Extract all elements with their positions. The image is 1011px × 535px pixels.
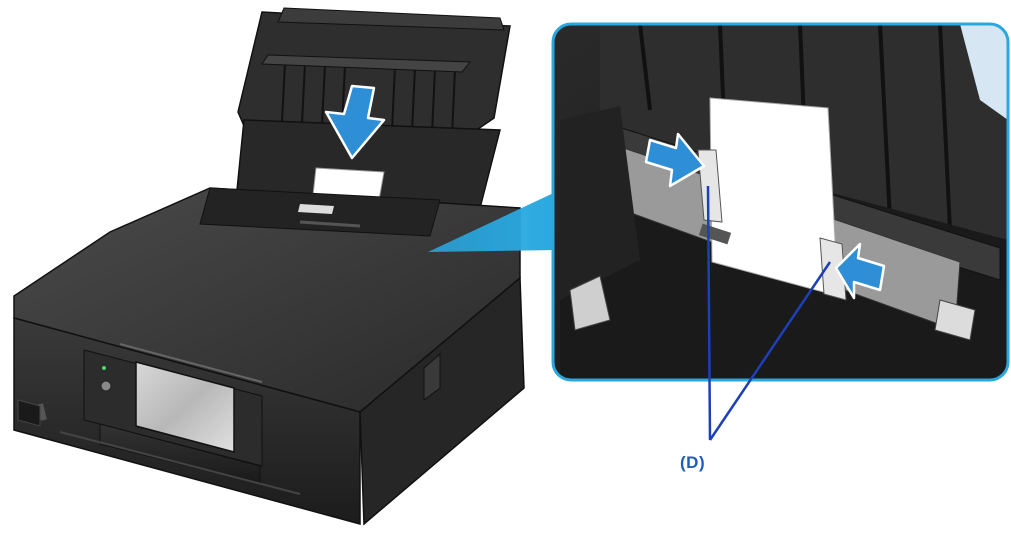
callout-leader-lines xyxy=(706,185,832,441)
callout-label-d: (D) xyxy=(680,453,706,472)
printer-side xyxy=(359,276,525,526)
down-arrow-icon xyxy=(324,84,386,160)
left-paper-guide xyxy=(697,149,723,223)
right-arrow-icon xyxy=(644,132,706,188)
left-arrow-icon xyxy=(834,242,886,300)
close-up-inset xyxy=(551,22,1010,382)
printer xyxy=(13,7,525,526)
callout-pointer xyxy=(428,190,560,252)
inset-paper-sheet xyxy=(709,97,839,297)
touch-screen xyxy=(135,361,235,453)
right-paper-guide xyxy=(819,237,847,301)
power-button-icon xyxy=(100,380,112,392)
